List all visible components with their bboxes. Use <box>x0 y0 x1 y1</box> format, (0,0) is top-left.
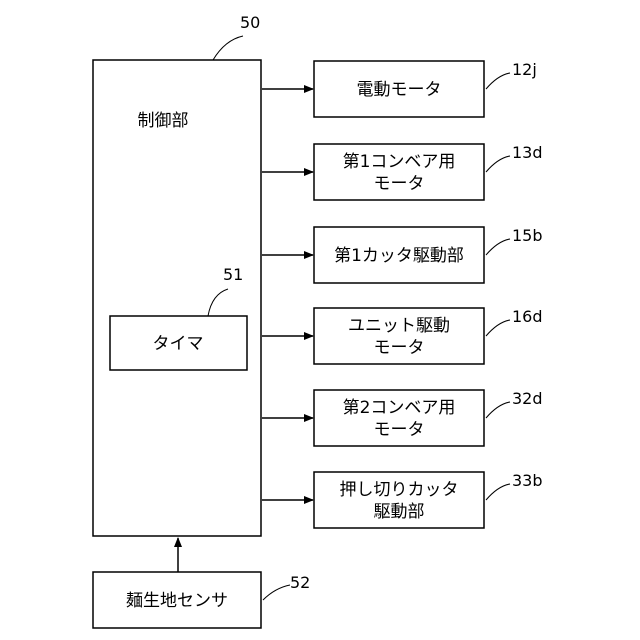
output-ref: 33b <box>512 471 543 490</box>
output-label-line: 第1カッタ駆動部 <box>334 246 464 266</box>
output-label-line: 押し切りカッタ <box>340 480 459 500</box>
output-label-line: モータ <box>374 338 425 358</box>
output-label-line: ユニット駆動 <box>348 316 450 336</box>
timer-label: タイマ <box>153 334 204 354</box>
output-ref: 16d <box>512 307 543 326</box>
output-label-line: 駆動部 <box>374 502 425 522</box>
output-leader <box>486 156 510 172</box>
output-ref: 32d <box>512 389 543 408</box>
output-blocks: 電動モータ 12j 第1コンベア用モータ 13d 第1カッタ駆動部 15b ユニット駆動モー… <box>262 60 543 528</box>
output-block: 電動モータ 12j <box>262 60 537 117</box>
control-unit-leader <box>213 36 243 60</box>
output-label-line: モータ <box>374 420 425 440</box>
sensor-leader <box>263 585 290 600</box>
output-label-line: 第1コンベア用 <box>343 152 456 172</box>
output-leader <box>486 73 510 89</box>
output-leader <box>486 402 510 418</box>
output-block: 第2コンベア用モータ 32d <box>262 389 543 446</box>
output-block: ユニット駆動モータ 16d <box>262 307 543 364</box>
sensor-ref: 52 <box>290 573 310 592</box>
sensor-label: 麺生地センサ <box>126 591 228 611</box>
output-block: 押し切りカッタ駆動部 33b <box>262 471 543 528</box>
timer-leader <box>208 289 228 316</box>
output-label-line: 第2コンベア用 <box>343 398 456 418</box>
control-unit-ref: 50 <box>240 13 260 32</box>
output-block: 第1コンベア用モータ 13d <box>262 143 543 200</box>
output-label-line: モータ <box>374 174 425 194</box>
timer-ref: 51 <box>223 265 243 284</box>
output-block: 第1カッタ駆動部 15b <box>262 226 543 283</box>
output-ref: 15b <box>512 226 543 245</box>
output-leader <box>486 239 510 255</box>
output-ref: 12j <box>512 60 537 79</box>
output-leader <box>486 320 510 336</box>
output-leader <box>486 484 510 500</box>
control-unit-label: 制御部 <box>138 111 189 131</box>
output-label-line: 電動モータ <box>357 80 442 100</box>
output-ref: 13d <box>512 143 543 162</box>
control-unit-box <box>93 60 261 536</box>
